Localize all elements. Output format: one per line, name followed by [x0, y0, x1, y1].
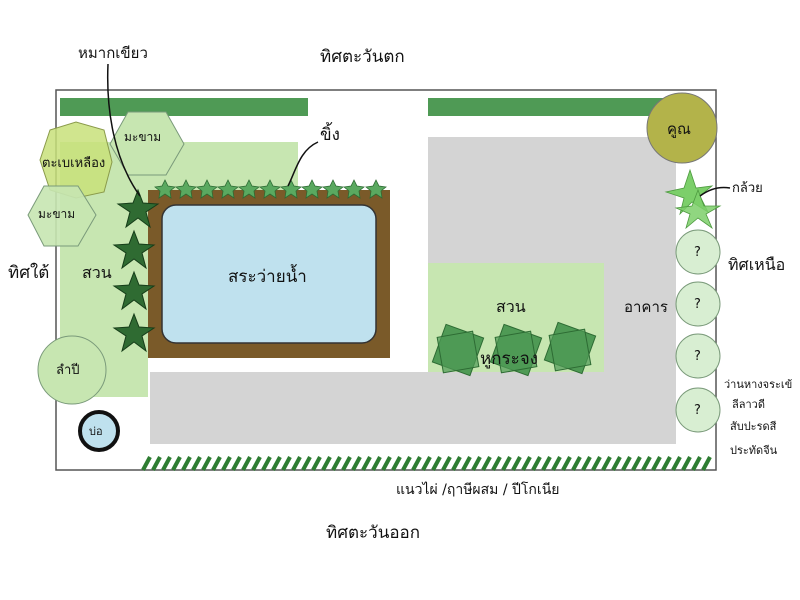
banana-plant — [664, 168, 722, 230]
ginger-plant — [259, 179, 281, 199]
ginger-plant — [365, 179, 387, 199]
well — [78, 410, 120, 452]
west-label: ทิศตะวันตก — [320, 47, 405, 67]
plant-list-item-3: สับปะรดสี — [730, 420, 777, 433]
khun-tree — [646, 92, 718, 164]
tabebuia-label: ตะเบเหลือง — [42, 155, 105, 171]
top-hedge-right — [428, 98, 678, 116]
left-garden-label: สวน — [82, 263, 112, 282]
ginger-plant — [343, 179, 365, 199]
palm-column — [112, 188, 160, 353]
moss-label: หมากเขียว — [78, 44, 148, 62]
ginger-plant — [175, 179, 197, 199]
bottom-hedge-label: แนวไผ่ /ฤาษีผสม / ปีโกเนีย — [396, 481, 559, 498]
ginger-plant — [217, 179, 239, 199]
east-label: ทิศตะวันออก — [326, 523, 420, 543]
hukcharong-label: หูกระจง — [480, 349, 538, 369]
unknown-plant-2-label: ? — [694, 297, 701, 312]
ginger-plant — [196, 179, 218, 199]
north-label: ทิศเหนือ — [728, 255, 785, 274]
banana-leader-line — [699, 186, 731, 197]
unknown-plant-3-label: ? — [694, 349, 701, 364]
unknown-plant-3 — [675, 333, 721, 379]
palm-plant — [112, 229, 156, 270]
ginger-plant — [280, 179, 302, 199]
pool-label: สระว่ายน้ำ — [228, 264, 307, 287]
unknown-plant-2 — [675, 281, 721, 327]
plant-list-item-2: ลีลาวดี — [732, 398, 765, 411]
ginger-plant — [301, 179, 323, 199]
tamarind-tree-left — [27, 185, 97, 247]
unknown-plant-4 — [675, 387, 721, 433]
bottom-hedge — [141, 456, 712, 471]
moss-leader-line — [106, 63, 141, 197]
unknown-plant-4-label: ? — [694, 403, 701, 418]
well-label: บ่อ — [89, 425, 103, 438]
frangipani-tree — [37, 335, 107, 405]
right-garden-label: สวน — [496, 297, 526, 316]
ginger-plant — [238, 179, 260, 199]
plant-list-item-1: ว่านหางจระเข้ — [724, 378, 792, 391]
palm-plant — [116, 188, 160, 229]
ginger-leader-line — [287, 141, 319, 187]
ginger-plant — [154, 179, 176, 199]
palm-plant — [112, 270, 156, 311]
tamarind-label-left: มะขาม — [38, 207, 75, 221]
frangipani-label: ลำปี — [56, 362, 80, 378]
top-hedge-left — [60, 98, 308, 116]
palm-plant — [112, 312, 156, 353]
hukcharong-trees — [431, 321, 597, 377]
tabebuia-tree — [39, 121, 113, 199]
unknown-plant-1 — [675, 229, 721, 275]
building-label: อาคาร — [624, 298, 668, 316]
ginger-label: ขิ้ง — [320, 122, 340, 145]
tamarind-tree-top — [109, 111, 185, 176]
plant-list-item-4: ประทัดจีน — [730, 444, 778, 457]
unknown-plant-1-label: ? — [694, 245, 701, 260]
pool — [161, 204, 377, 344]
ginger-row — [154, 179, 387, 199]
south-label: ทิศใต้ — [8, 262, 49, 283]
ginger-plant — [322, 179, 344, 199]
banana-label: กล้วย — [732, 181, 763, 196]
tamarind-label-top: มะขาม — [124, 130, 161, 144]
khun-label: คูณ — [667, 120, 691, 138]
